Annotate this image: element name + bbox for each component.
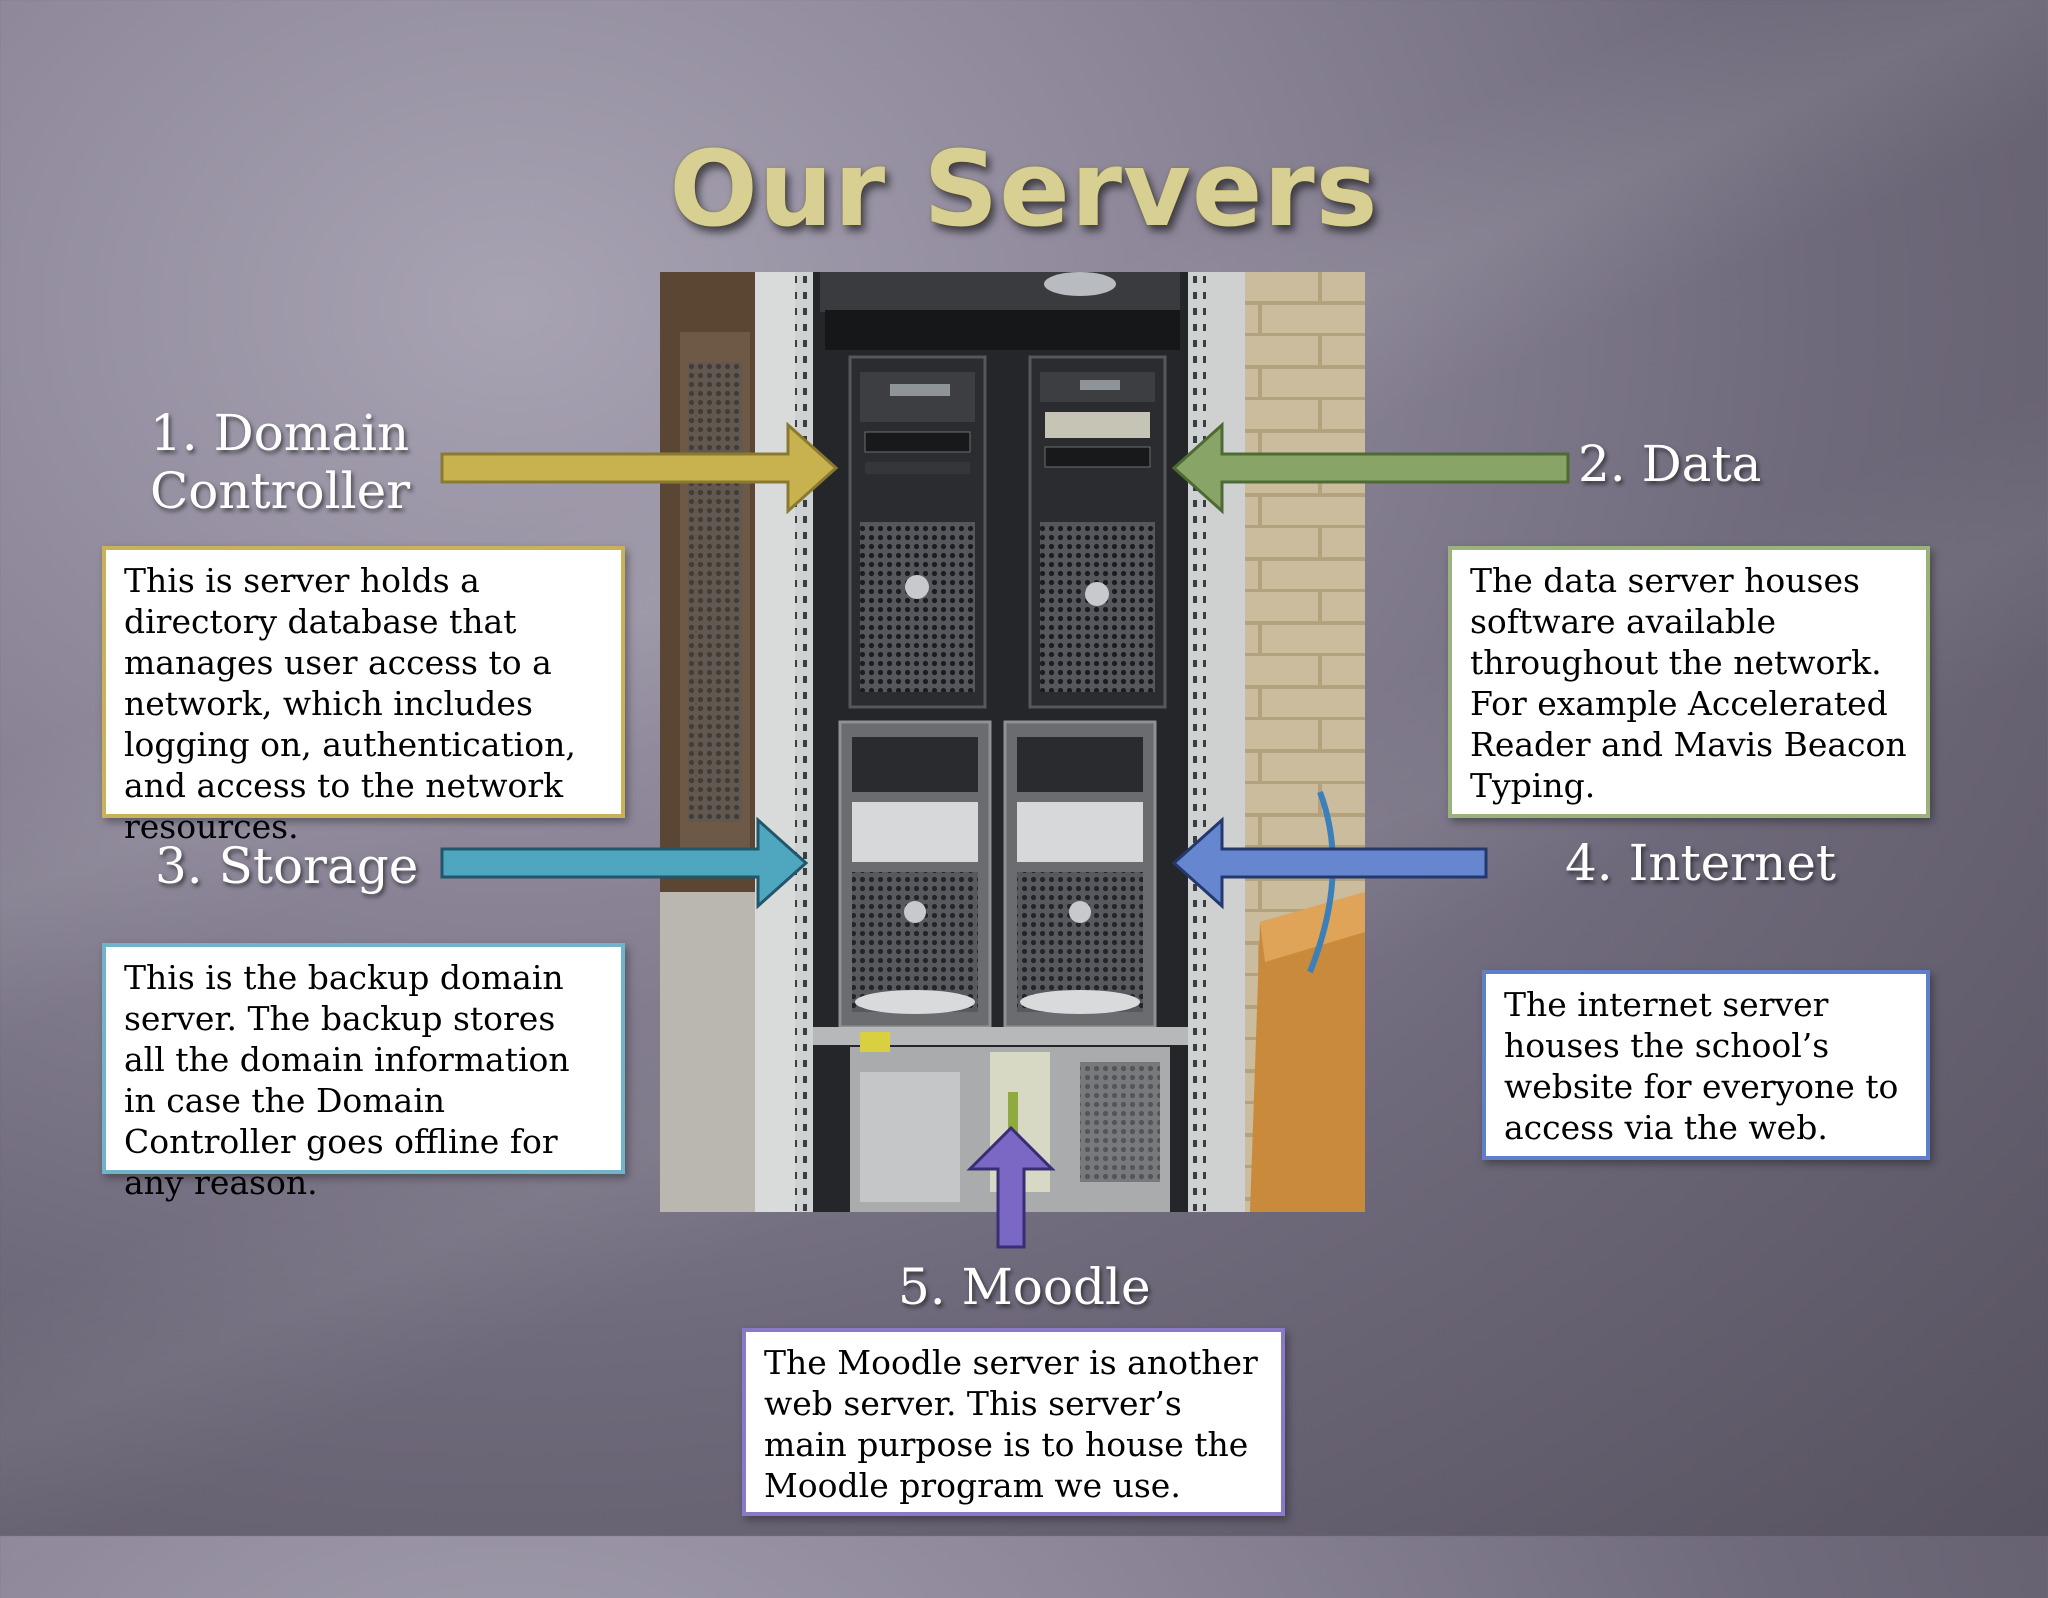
label-storage: 3. Storage: [155, 837, 419, 895]
arrow-moodle: [966, 1125, 1056, 1249]
arrow-domain-controller: [440, 421, 839, 515]
description-data: The data server houses software availabl…: [1448, 546, 1930, 818]
description-domain-controller: This is server holds a directory databas…: [102, 546, 625, 846]
description-storage: This is the backup domain server. The ba…: [102, 943, 625, 1202]
slide-title: Our Servers: [669, 128, 1379, 250]
label-internet: 4. Internet: [1565, 834, 1837, 892]
label-moodle: 5. Moodle: [898, 1258, 1151, 1316]
label-data: 2. Data: [1578, 435, 1762, 493]
label-domain-controller: 1. Domain Controller: [150, 404, 411, 520]
server-rack-photo: [660, 272, 1365, 1212]
arrow-data: [1171, 421, 1570, 515]
arrow-storage: [440, 816, 809, 910]
description-moodle: The Moodle server is another web server.…: [742, 1328, 1285, 1516]
description-internet: The internet server houses the school’s …: [1482, 970, 1930, 1160]
arrow-internet: [1171, 816, 1488, 910]
